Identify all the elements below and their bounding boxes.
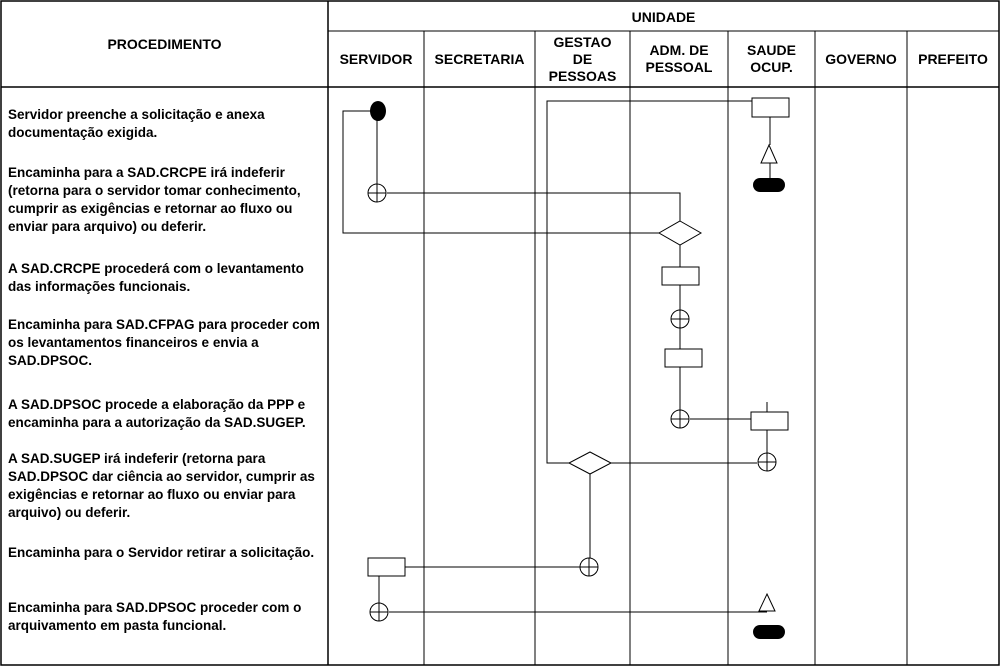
column-header-servidor: SERVIDOR — [339, 50, 413, 67]
merge-node — [369, 602, 389, 622]
merge-node — [670, 409, 690, 429]
process-box — [751, 97, 790, 118]
procedure-step-4: Encaminha para SAD.CFPAG para proceder c… — [8, 317, 320, 368]
archive-triangle — [758, 592, 776, 612]
column-header-gestao-de-pessoas: GESTAO DE PESSOAS — [548, 33, 617, 84]
merge-node — [670, 309, 690, 329]
procedure-step-5: A SAD.DPSOC procede a elaboração da PPP … — [8, 397, 306, 430]
merge-node — [367, 183, 387, 203]
process-box — [750, 411, 789, 431]
column-header-prefeito: PREFEITO — [918, 50, 988, 67]
procedure-step-1: Servidor preenche a solicitação e anexa … — [8, 107, 265, 140]
procedure-step-6: A SAD.SUGEP irá indeferir (retorna para … — [8, 451, 315, 520]
procedure-step-7: Encaminha para o Servidor retirar a soli… — [8, 545, 315, 560]
procedure-step-3: A SAD.CRCPE procederá com o levantamento… — [8, 261, 304, 294]
process-box — [367, 557, 406, 577]
column-header-adm-de-pessoal: ADM. DE PESSOAL — [645, 42, 713, 75]
procedure-header: PROCEDIMENTO — [107, 35, 222, 52]
flow-connectors — [342, 100, 771, 613]
archive-triangle — [760, 143, 778, 164]
column-header-saude-ocup: SAUDE OCUP. — [746, 42, 796, 75]
process-box — [661, 266, 700, 286]
merge-nodes — [367, 183, 777, 622]
merge-node — [757, 452, 777, 472]
process-boxes — [367, 97, 790, 577]
column-header-secretaria: SECRETARIA — [434, 50, 525, 67]
archive-nodes — [758, 143, 778, 612]
decision-diamond — [657, 220, 703, 246]
end-node — [753, 625, 785, 639]
column-header-governo: GOVERNO — [825, 50, 897, 67]
process-box — [664, 348, 703, 368]
procedure-step-2: Encaminha para a SAD.CRCPE irá indeferir… — [8, 165, 301, 234]
start-node — [370, 101, 386, 121]
decision-diamond — [567, 451, 613, 475]
merge-node — [579, 557, 599, 577]
procedure-step-8: Encaminha para SAD.DPSOC proceder com o … — [8, 600, 302, 633]
unit-header: UNIDADE — [631, 9, 696, 25]
end-node — [753, 178, 785, 192]
decision-nodes — [567, 220, 703, 475]
